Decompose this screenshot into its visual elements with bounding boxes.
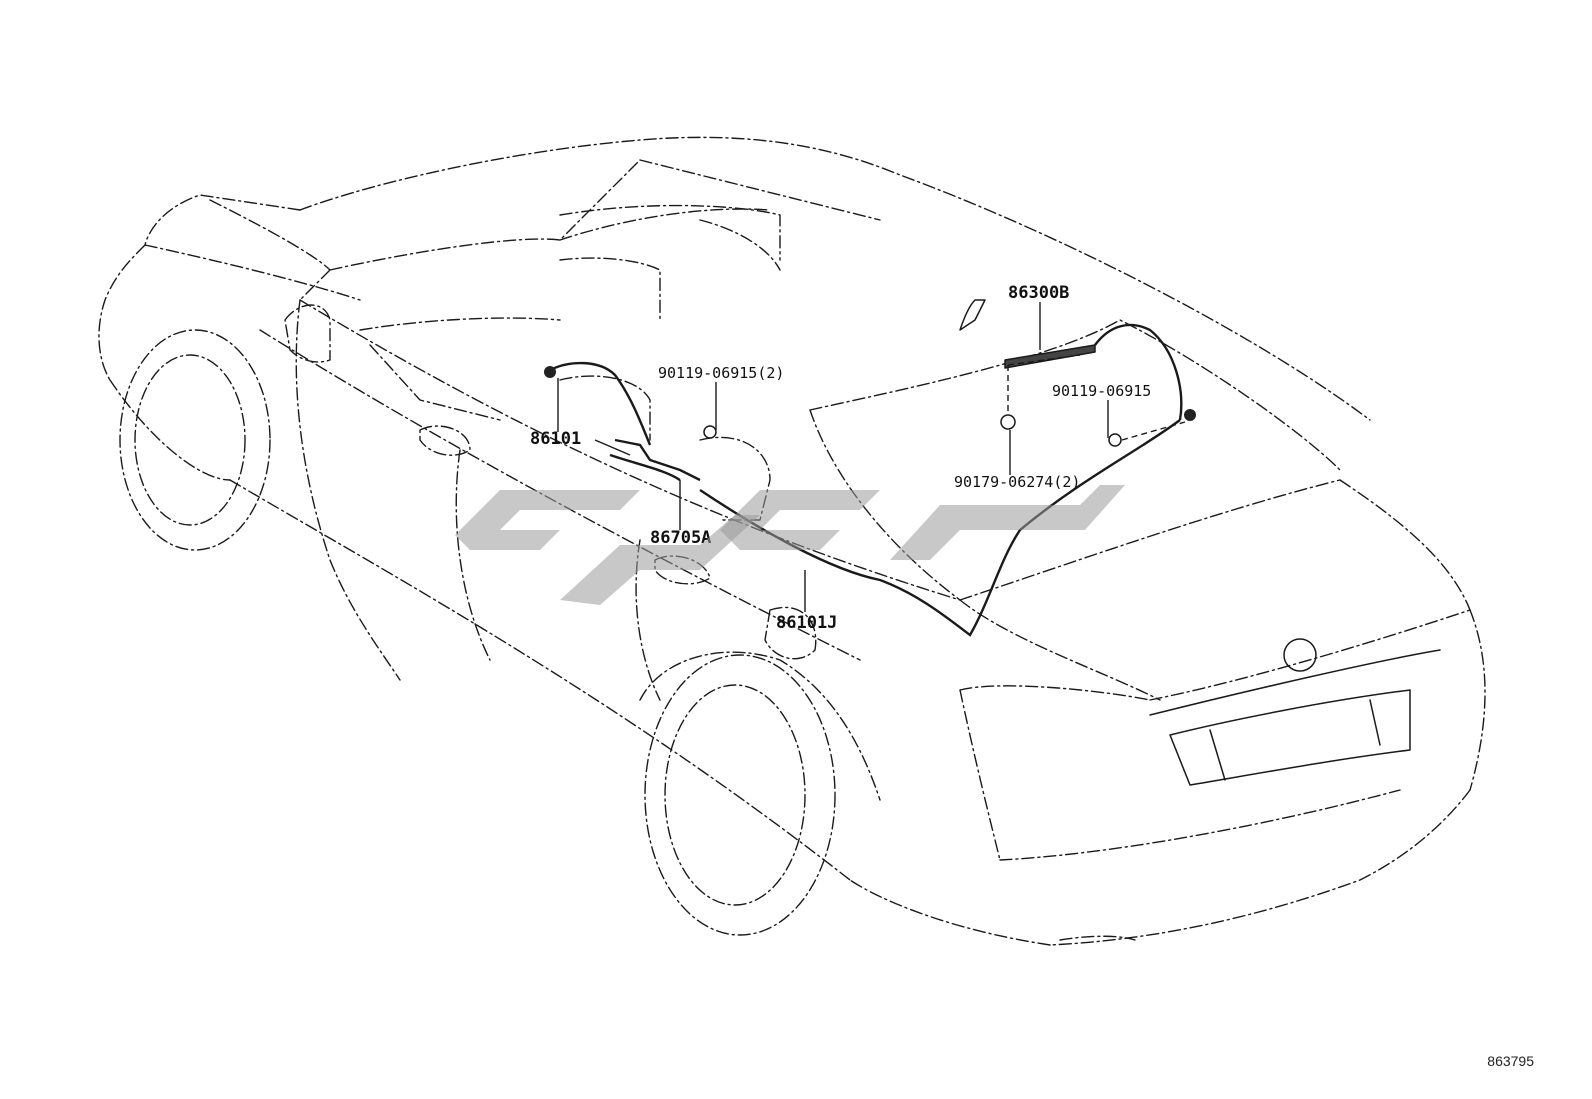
callout-86300B: 86300B	[1008, 283, 1069, 303]
leader-lines	[557, 302, 1186, 612]
callout-labels: 86300B 90119-06915(2) 90119-06915 86101 …	[530, 283, 1151, 633]
callout-86705A: 86705A	[650, 528, 711, 548]
antenna-parts	[544, 299, 1196, 637]
callout-86101J: 86101J	[776, 613, 837, 633]
callout-86101: 86101	[530, 429, 581, 449]
callout-90179-06274-2: 90179-06274(2)	[954, 473, 1080, 491]
reference-number: 863795	[1487, 1053, 1534, 1069]
callout-90119-06915-2: 90119-06915(2)	[658, 364, 784, 382]
car-body-outline	[98, 136, 1486, 946]
callout-90119-06915: 90119-06915	[1052, 382, 1151, 400]
watermark-logo	[455, 485, 1125, 605]
